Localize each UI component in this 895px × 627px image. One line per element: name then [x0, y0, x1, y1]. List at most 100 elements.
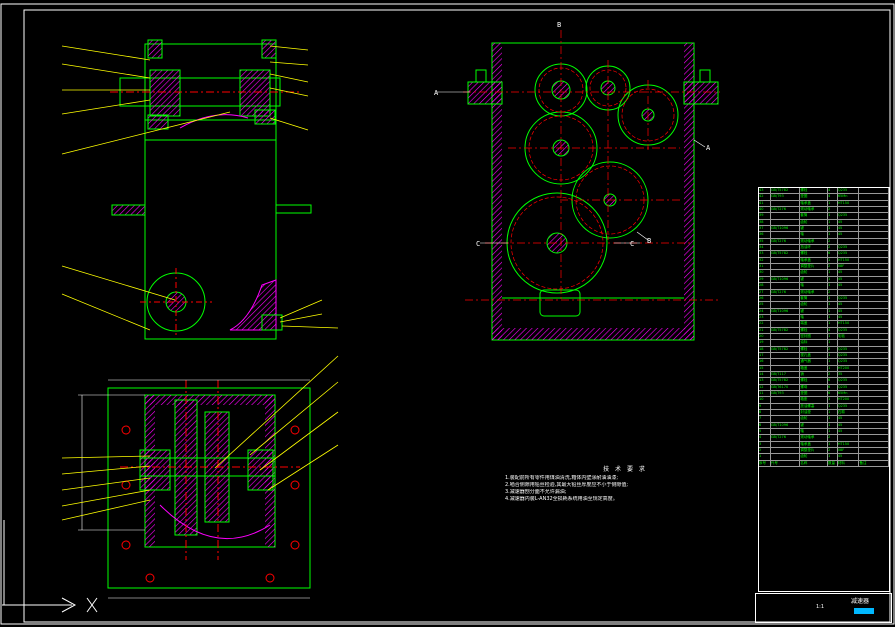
bom-cell: 1	[759, 454, 771, 460]
bom-cell	[771, 270, 801, 276]
bom-cell	[859, 333, 890, 340]
bom-header-row: 序号代号名称数量材料备注	[759, 460, 890, 468]
bom-cell: 2	[828, 207, 838, 213]
drawing-frame	[0, 3, 895, 625]
bom-cell: GB/T117	[771, 371, 801, 378]
bom-cell: 24	[759, 308, 771, 314]
bom-cell	[859, 213, 890, 219]
bom-cell: GB/T276	[771, 435, 801, 441]
section-labels: B A A C C B	[434, 21, 711, 248]
bom-cell: 滚动轴承	[800, 207, 828, 213]
bom-cell: 2	[759, 448, 771, 454]
bom-cell: 42	[759, 194, 771, 200]
bom-cell	[859, 194, 890, 200]
bom-cell: HT200	[838, 365, 860, 371]
bom-cell: 08F	[838, 264, 860, 270]
bom-cell: 齿轮	[800, 270, 828, 276]
note-item: 4.减速器内装L-AN32全损耗系统用油至规定高度。	[505, 496, 618, 502]
bom-cell	[859, 207, 890, 213]
bom-cell: 45	[838, 454, 860, 460]
bom-cell: 序号	[759, 460, 771, 467]
bom-cell	[859, 276, 890, 283]
bom-cell: 28	[759, 283, 771, 289]
bom-cell	[859, 359, 890, 365]
bom-cell: 35	[838, 371, 860, 378]
plan-view[interactable]	[2, 355, 339, 613]
bom-cell	[859, 232, 890, 238]
bom-cell: 45	[838, 429, 860, 435]
bom-cell: 1	[828, 454, 838, 460]
bom-cell: 45	[838, 416, 860, 422]
bom-cell: 1	[828, 416, 838, 422]
bom-cell: 1	[828, 340, 838, 346]
bom-cell: 17	[759, 352, 771, 359]
bom-cell: GB/T5782	[771, 346, 801, 352]
bom-cell	[771, 448, 801, 454]
bom-cell: 1	[828, 276, 838, 283]
bom-cell: 15	[759, 365, 771, 371]
front-section-view[interactable]	[436, 30, 720, 341]
bom-cell	[771, 295, 801, 302]
bom-cell: 08F	[838, 448, 860, 454]
bom-cell: 41	[759, 200, 771, 207]
bom-cell	[859, 454, 890, 460]
bom-cell: 数量	[828, 460, 838, 467]
bom-cell: GB/T5782	[771, 327, 801, 333]
bom-cell: 36	[759, 232, 771, 238]
bom-cell: 1	[828, 321, 838, 327]
bom-cell: 1	[828, 314, 838, 321]
side-elevation-view[interactable]	[61, 39, 339, 340]
bom-cell	[859, 188, 890, 194]
bom-cell: 2	[828, 448, 838, 454]
bom-cell	[859, 403, 890, 410]
bom-cell: 螺栓	[800, 327, 828, 333]
bom-cell: 45	[838, 276, 860, 283]
bom-cell: 6	[828, 378, 838, 384]
bom-cell: 45	[838, 219, 860, 226]
bom-cell	[859, 384, 890, 390]
bom-cell: 1	[828, 397, 838, 403]
ucs-axis-icon	[2, 520, 98, 613]
bom-cell	[859, 397, 890, 403]
bom-cell	[859, 321, 890, 327]
bom-cell	[859, 219, 890, 226]
section-label-top: B	[557, 21, 561, 29]
bom-cell: 滚动轴承	[800, 289, 828, 295]
bom-cell: 垫圈	[800, 391, 828, 397]
bom-cell: 8	[759, 410, 771, 416]
bom-cell: 备注	[859, 460, 890, 467]
bom-cell	[771, 365, 801, 371]
bom-cell	[859, 327, 890, 333]
bom-cell: 1	[828, 352, 838, 359]
bom-cell: 齿轮	[800, 416, 828, 422]
bom-cell	[859, 238, 890, 245]
bom-cell: 螺母	[800, 384, 828, 390]
notes-title: 技 术 要 求	[603, 466, 647, 473]
bom-cell: 1	[828, 333, 838, 340]
bom-cell	[771, 314, 801, 321]
bom-cell: 14	[759, 371, 771, 378]
bom-cell	[859, 340, 890, 346]
bom-cell: 6	[759, 422, 771, 429]
bom-cell: 39	[759, 213, 771, 219]
bom-cell	[838, 340, 860, 346]
bom-cell: 材料	[838, 460, 860, 467]
bom-cell: 18	[759, 346, 771, 352]
bom-cell: 27	[759, 289, 771, 295]
bom-cell: 轴	[800, 429, 828, 435]
bom-cell	[859, 226, 890, 232]
